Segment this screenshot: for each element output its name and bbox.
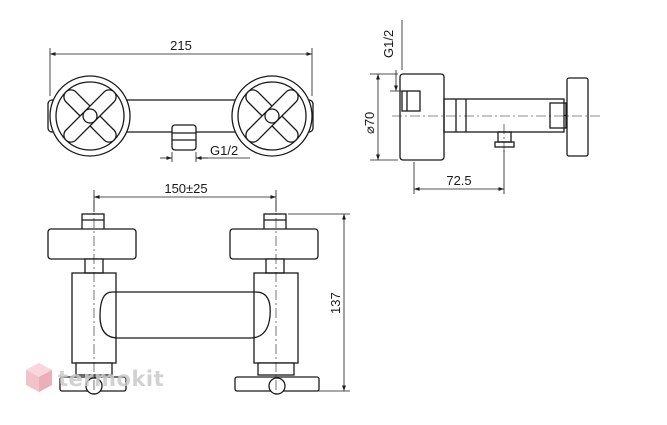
watermark-logo: termokit xyxy=(26,363,164,392)
dim-label-215: 215 xyxy=(170,38,192,53)
top-view: 215 G1/2 xyxy=(47,38,314,162)
dim-top-thread: G1/2 xyxy=(160,143,250,162)
dim-label-side-depth: 72.5 xyxy=(446,173,471,188)
side-view: G1/2 ⌀70 72.5 xyxy=(362,20,603,194)
dim-label-top-thread: G1/2 xyxy=(210,143,238,158)
dim-label-side-diameter: ⌀70 xyxy=(362,112,377,134)
dim-side-depth: 72.5 xyxy=(413,150,505,194)
dim-label-height: 137 xyxy=(328,292,343,314)
dim-side-diameter: ⌀70 xyxy=(362,73,398,161)
dim-center-distance: 150±25 xyxy=(93,181,277,212)
top-outlet xyxy=(171,124,197,151)
dim-label-center-distance: 150±25 xyxy=(164,181,207,196)
top-right-handle xyxy=(231,75,313,157)
side-outlet xyxy=(494,131,515,148)
front-left-column xyxy=(47,213,137,395)
hexagon-cube-icon xyxy=(26,363,52,392)
dim-label-side-thread: G1/2 xyxy=(381,30,396,58)
top-left-handle xyxy=(49,75,131,157)
front-right-column xyxy=(229,213,320,395)
dim-side-thread: G1/2 xyxy=(381,20,412,92)
dim-height: 137 xyxy=(288,213,350,392)
front-view: 150±25 137 xyxy=(47,181,350,398)
dim-top-width: 215 xyxy=(49,38,313,96)
watermark-brand: termokit xyxy=(58,367,164,391)
